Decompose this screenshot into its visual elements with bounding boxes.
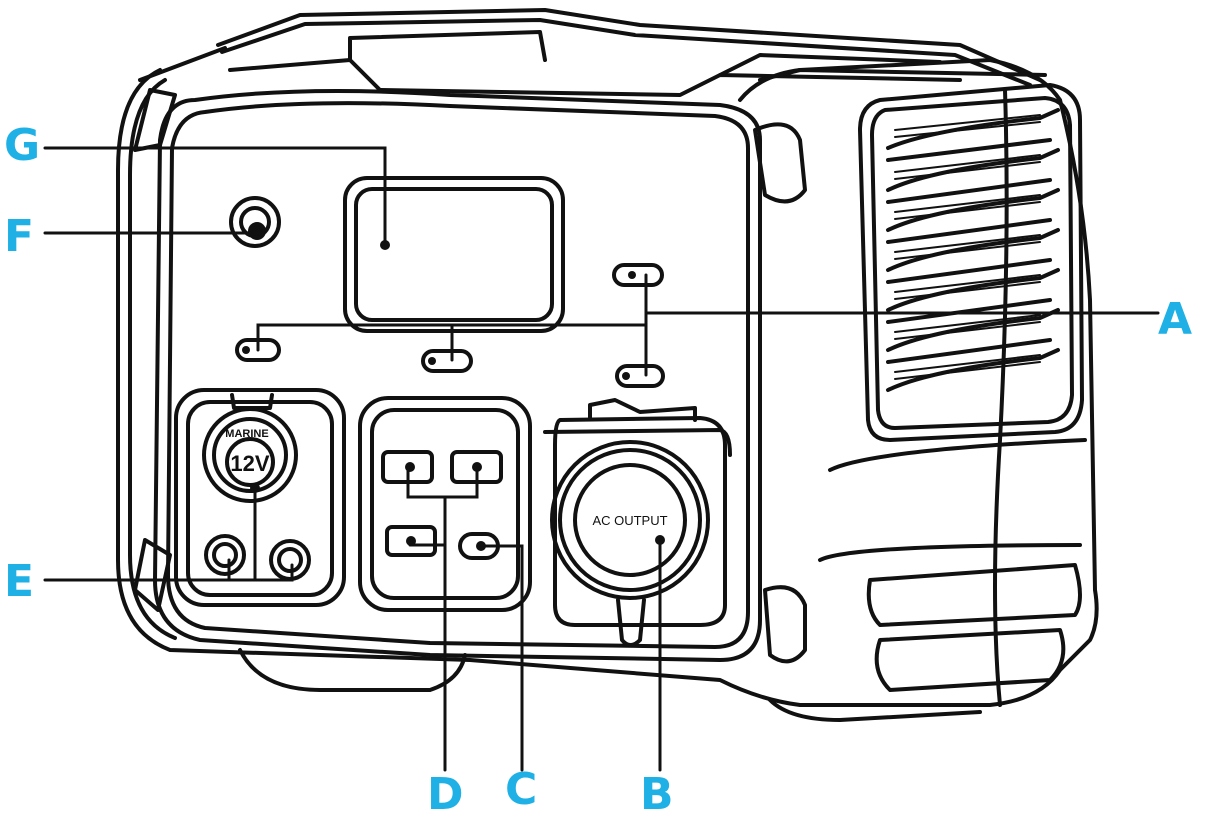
side-lower-panels xyxy=(818,438,1087,692)
port-label-12v: 12V xyxy=(230,451,269,476)
leader-c xyxy=(478,544,524,772)
lcd-display xyxy=(343,176,565,333)
side-grips xyxy=(133,88,807,664)
vent-grille xyxy=(858,83,1084,707)
callout-c: C xyxy=(505,764,538,815)
top-handle xyxy=(216,8,1042,97)
callout-d: D xyxy=(427,769,464,820)
port-label-marine: MARINE xyxy=(225,428,268,440)
indicator-buttons[interactable] xyxy=(235,263,665,388)
leader-g xyxy=(43,146,387,247)
ac-module xyxy=(543,398,732,647)
port-label-ac-output: AC OUTPUT xyxy=(592,513,667,528)
callout-b: B xyxy=(640,769,674,820)
leader-d xyxy=(406,465,479,772)
leader-dots xyxy=(242,240,665,551)
vent-slats xyxy=(894,114,1041,380)
callout-e: E xyxy=(4,556,35,607)
callout-g: G xyxy=(4,120,41,171)
callout-a: A xyxy=(1158,294,1193,345)
bottom-feet xyxy=(238,648,982,722)
leader-e xyxy=(43,486,294,582)
leader-a-bracket xyxy=(256,273,648,377)
callout-f: F xyxy=(4,211,35,262)
dc-12v-module xyxy=(174,388,346,607)
power-button[interactable] xyxy=(229,196,281,248)
leader-lines xyxy=(43,146,1160,772)
front-panel xyxy=(153,89,762,662)
